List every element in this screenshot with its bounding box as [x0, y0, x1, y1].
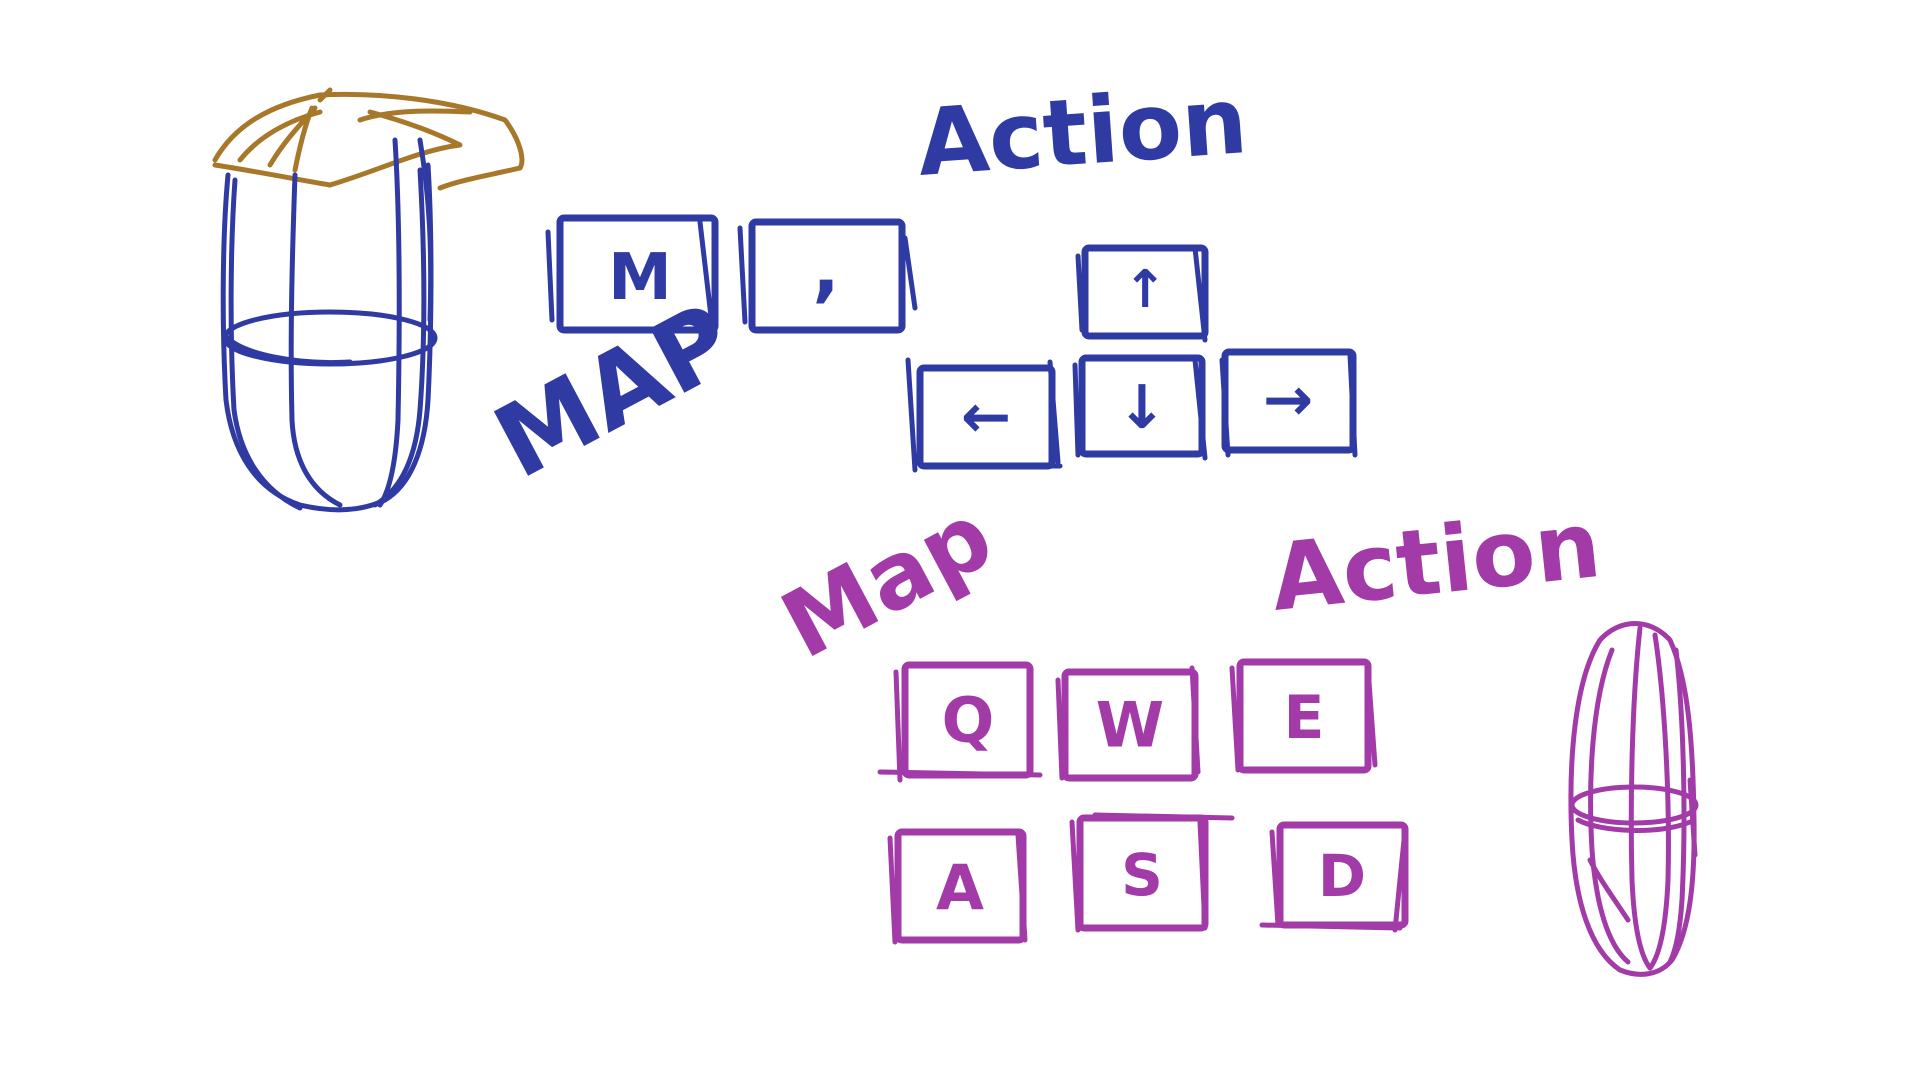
vr-controller-with-cap-icon [212, 87, 525, 513]
key-e-label: E [1284, 683, 1325, 753]
key-m: M [545, 214, 719, 334]
key-left-label: ← [961, 382, 1011, 452]
key-a-label: A [936, 852, 984, 925]
key-s: S [1069, 812, 1235, 933]
key-d: D [1259, 821, 1409, 933]
key-comma: , [737, 218, 918, 334]
key-w-label: W [1096, 689, 1164, 762]
key-comma-label: , [812, 226, 839, 310]
bottom-action-label: Action [1266, 491, 1605, 632]
key-w: W [1055, 665, 1201, 782]
key-down-arrow: ↓ [1072, 354, 1208, 461]
key-right-arrow: → [1219, 348, 1358, 458]
key-right-label: → [1263, 365, 1313, 435]
top-action-label: Action [914, 67, 1251, 197]
bottom-map-label: Map [765, 482, 1009, 680]
key-d-label: D [1318, 842, 1366, 910]
key-e: E [1229, 658, 1378, 774]
key-a: A [887, 828, 1028, 945]
key-s-label: S [1121, 841, 1163, 909]
key-q: Q [877, 661, 1043, 783]
controller-body-sketch [220, 137, 438, 513]
vr-controller-icon [1568, 621, 1699, 977]
cap-sketch [212, 87, 525, 191]
key-q-label: Q [942, 684, 995, 757]
key-up-label: ↑ [1123, 260, 1167, 320]
key-down-label: ↓ [1117, 373, 1167, 443]
key-left-arrow: ← [905, 357, 1063, 473]
key-up-arrow: ↑ [1075, 244, 1209, 343]
key-m-label: M [608, 241, 672, 315]
